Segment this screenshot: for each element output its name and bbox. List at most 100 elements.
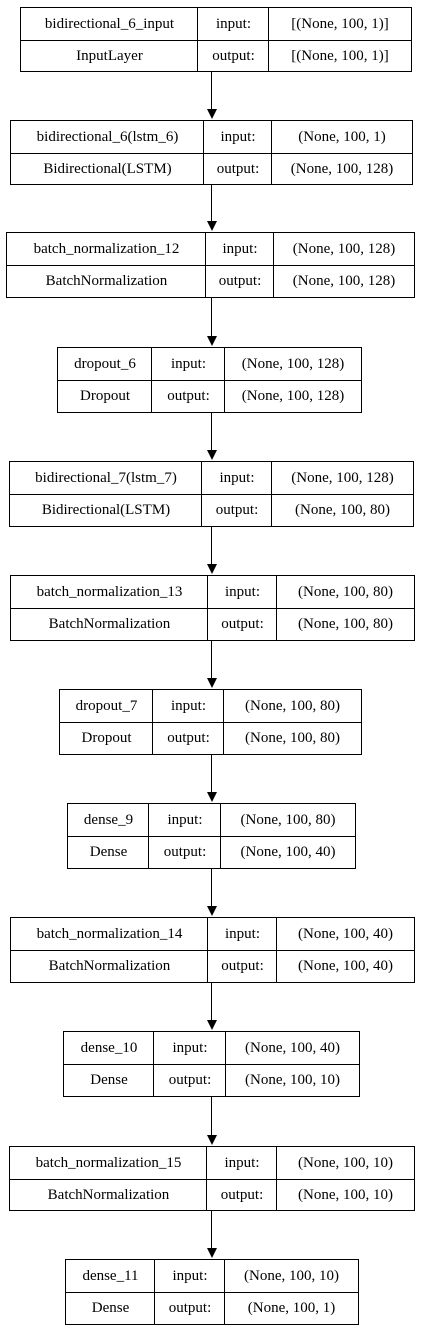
layer-name: dropout_6 [74,356,136,372]
layer-name: batch_normalization_14 [36,926,183,942]
input-shape: (None, 100, 1) [298,129,386,145]
column-divider [268,8,269,71]
row-divider [10,494,413,495]
column-divider [223,690,224,754]
layer-node: batch_normalization_14 input: (None, 100, … [10,917,415,983]
layer-name: bidirectional_6(lstm_6) [36,129,179,145]
output-shape: (None, 100, 128) [290,160,394,177]
layer-name: dense_11 [82,1268,139,1284]
output-shape: (None, 100, 40) [240,844,336,860]
input-label: input: [215,16,251,32]
column-divider [276,918,277,982]
row-divider [64,1064,359,1065]
column-divider [197,8,198,71]
edge-arrow-line [211,298,212,337]
row-divider [60,722,361,723]
layer-type: Dense [90,1072,128,1088]
column-divider [224,348,225,412]
output-label: output: [215,502,259,518]
column-divider [220,804,221,868]
column-divider [207,576,208,640]
input-label: input: [220,129,256,145]
column-divider [206,1147,207,1210]
edge-arrow-line [211,1097,212,1136]
output-shape: (None, 100, 10) [298,1186,393,1203]
input-shape: (None, 100, 128) [291,470,394,486]
column-divider [154,1260,155,1324]
column-divider [151,348,152,412]
output-label: output: [168,1300,212,1316]
input-shape: (None, 100, 80) [245,698,340,714]
output-shape: (None, 100, 80) [245,730,340,746]
output-shape: (None, 100, 1) [247,1300,336,1316]
output-label: output: [221,958,264,974]
arrow-head-icon [207,678,217,688]
input-shape: (None, 100, 40) [245,1040,340,1056]
edge-arrow-line [211,185,212,222]
column-divider [273,233,274,297]
arrow-head-icon [207,906,217,916]
input-label: input: [219,470,255,486]
input-shape: [(None, 100, 1)] [291,16,389,32]
output-shape: (None, 100, 80) [295,502,390,518]
arrow-head-icon [207,109,217,119]
layer-node: bidirectional_6_input input: [(None, 100, … [20,7,412,72]
row-divider [11,153,412,154]
input-shape: (None, 100, 10) [244,1268,339,1284]
row-divider [66,1292,358,1293]
arrow-head-icon [207,792,217,802]
input-label: input: [172,1040,208,1056]
edge-arrow-line [211,983,212,1021]
layer-type: Dropout [81,730,132,746]
input-shape: (None, 100, 80) [298,584,393,600]
column-divider [153,1032,154,1096]
column-divider [201,462,202,526]
layer-node: batch_normalization_15 input: (None, 100, … [9,1146,415,1211]
layer-name: batch_normalization_13 [36,584,183,600]
layer-node: bidirectional_7(lstm_7)input:(None, 100,… [9,461,414,527]
arrow-head-icon [207,1248,217,1258]
input-label: input: [224,584,260,600]
output-shape: [(None, 100, 1)] [291,47,389,64]
layer-name: batch_normalization_15 [35,1155,182,1171]
input-shape: (None, 100, 128) [241,356,345,372]
edge-arrow-line [211,527,212,565]
input-label: input: [170,698,206,714]
layer-type: Dense [89,844,128,860]
layer-type: Bidirectional(LSTM) [43,160,172,177]
row-divider [11,950,414,951]
row-divider [21,40,411,41]
row-divider [7,265,414,266]
edge-arrow-line [211,755,212,793]
output-label: output: [167,388,210,404]
column-divider [224,1260,225,1324]
arrow-head-icon [207,221,217,231]
input-shape: (None, 100, 80) [240,812,336,828]
output-shape: (None, 100, 40) [298,958,393,974]
layer-type: Dense [91,1300,130,1316]
input-label: input: [224,1155,260,1171]
column-divider [271,121,272,184]
layer-type: Dropout [80,388,130,404]
input-label: input: [170,356,206,372]
layer-name: dense_9 [83,812,134,828]
layer-node: bidirectional_6(lstm_6) input: (None, 100,… [10,120,413,185]
output-shape: (None, 100, 10) [245,1072,340,1088]
input-label: input: [224,926,260,942]
output-label: output: [220,1186,264,1203]
layer-type: BatchNormalization [47,1186,170,1203]
column-divider [205,233,206,297]
edge-arrow-line [211,869,212,907]
layer-name: bidirectional_6_input [44,16,175,32]
input-shape: (None, 100, 10) [298,1155,393,1171]
output-shape: (None, 100, 128) [241,388,345,404]
column-divider [225,1032,226,1096]
layer-name: dropout_7 [75,698,138,714]
row-divider [11,608,414,609]
edge-arrow-line [211,72,212,110]
layer-name: batch_normalization_12 [33,241,180,257]
